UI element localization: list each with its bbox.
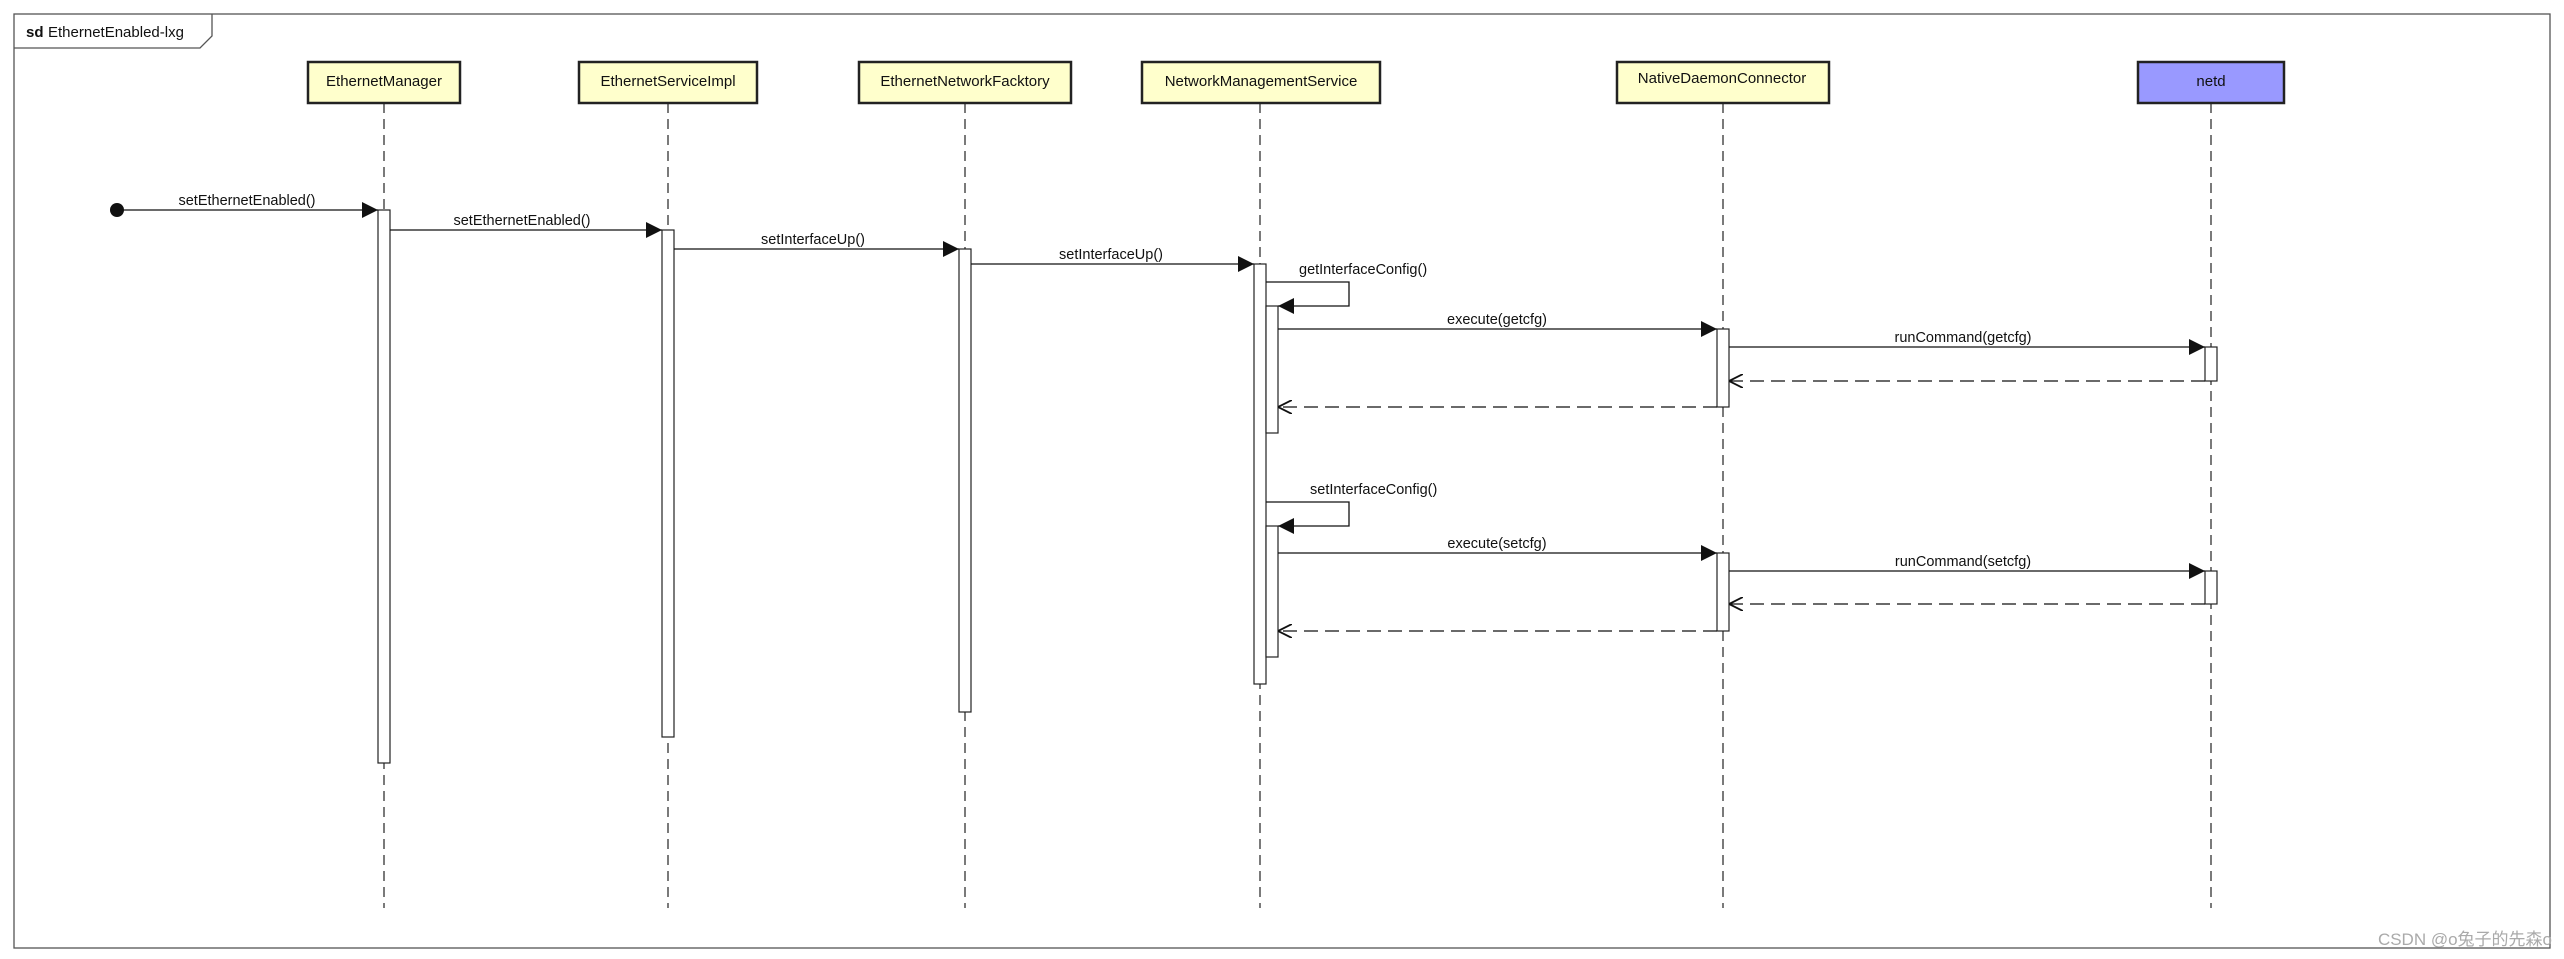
frame-tab bbox=[14, 14, 213, 49]
message-execute-setcfg[interactable]: execute(setcfg) bbox=[1278, 536, 1717, 561]
activation-nms bbox=[1253, 263, 1267, 685]
activation-nms-setcfg bbox=[1265, 525, 1279, 658]
message-set-ethernet-enabled-found[interactable]: setEthernetEnabled() bbox=[110, 193, 378, 218]
message-label: setEthernetEnabled() bbox=[453, 213, 590, 229]
participant-ndc[interactable]: NativeDaemonConnector bbox=[1615, 60, 1831, 105]
message-label: runCommand(setcfg) bbox=[1895, 554, 2031, 570]
participant-label: netd bbox=[2196, 73, 2225, 90]
participants: EthernetManager EthernetServiceImpl Ethe… bbox=[306, 60, 2286, 105]
activation-em bbox=[377, 209, 391, 764]
message-set-interface-up-nms[interactable]: setInterfaceUp() bbox=[971, 247, 1254, 272]
activation-ndc-getcfg bbox=[1716, 328, 1730, 408]
participant-label: EthernetServiceImpl bbox=[600, 73, 735, 90]
message-set-ethernet-enabled[interactable]: setEthernetEnabled() bbox=[390, 213, 662, 238]
message-get-interface-config[interactable]: getInterfaceConfig() bbox=[1266, 262, 1427, 314]
participant-esi[interactable]: EthernetServiceImpl bbox=[577, 60, 759, 105]
watermark: CSDN @o兔子的先森o bbox=[2378, 930, 2552, 949]
message-label: execute(setcfg) bbox=[1447, 536, 1546, 552]
message-execute-getcfg[interactable]: execute(getcfg) bbox=[1278, 312, 1717, 337]
message-label: setInterfaceConfig() bbox=[1310, 482, 1437, 498]
message-label: setEthernetEnabled() bbox=[178, 193, 315, 209]
participant-netd[interactable]: netd bbox=[2136, 60, 2286, 105]
participant-label: NetworkManagementService bbox=[1165, 73, 1358, 90]
message-label: runCommand(getcfg) bbox=[1895, 330, 2032, 346]
activation-ndc-setcfg bbox=[1716, 552, 1730, 632]
participant-label: NativeDaemonConnector bbox=[1638, 70, 1806, 87]
participant-em[interactable]: EthernetManager bbox=[306, 60, 462, 105]
messages: setEthernetEnabled() setEthernetEnabled(… bbox=[110, 193, 2205, 631]
message-label: getInterfaceConfig() bbox=[1299, 262, 1427, 278]
frame-border bbox=[13, 13, 2551, 949]
participant-label: EthernetManager bbox=[326, 73, 442, 90]
activation-enf bbox=[958, 248, 972, 713]
activation-netd-setcfg bbox=[2204, 570, 2218, 605]
message-run-command-setcfg[interactable]: runCommand(setcfg) bbox=[1729, 554, 2205, 579]
message-label: setInterfaceUp() bbox=[761, 232, 865, 248]
message-label: setInterfaceUp() bbox=[1059, 247, 1163, 263]
participant-nms[interactable]: NetworkManagementService bbox=[1140, 60, 1382, 105]
participant-enf[interactable]: EthernetNetworkFacktory bbox=[857, 60, 1073, 105]
sequence-frame: sd EthernetEnabled-lxg bbox=[13, 13, 2551, 949]
activation-netd-getcfg bbox=[2204, 346, 2218, 382]
lifelines bbox=[383, 103, 2212, 908]
message-run-command-getcfg[interactable]: runCommand(getcfg) bbox=[1729, 330, 2205, 355]
participant-label: EthernetNetworkFacktory bbox=[880, 73, 1050, 90]
activation-nms-getcfg bbox=[1265, 305, 1279, 434]
message-label: execute(getcfg) bbox=[1447, 312, 1547, 328]
activation-bars bbox=[377, 209, 2218, 764]
frame-name: EthernetEnabled-lxg bbox=[48, 24, 184, 41]
message-set-interface-config[interactable]: setInterfaceConfig() bbox=[1266, 482, 1437, 534]
message-set-interface-up-enf[interactable]: setInterfaceUp() bbox=[674, 232, 959, 257]
frame-keyword: sd bbox=[26, 24, 44, 41]
activation-esi bbox=[661, 229, 675, 738]
